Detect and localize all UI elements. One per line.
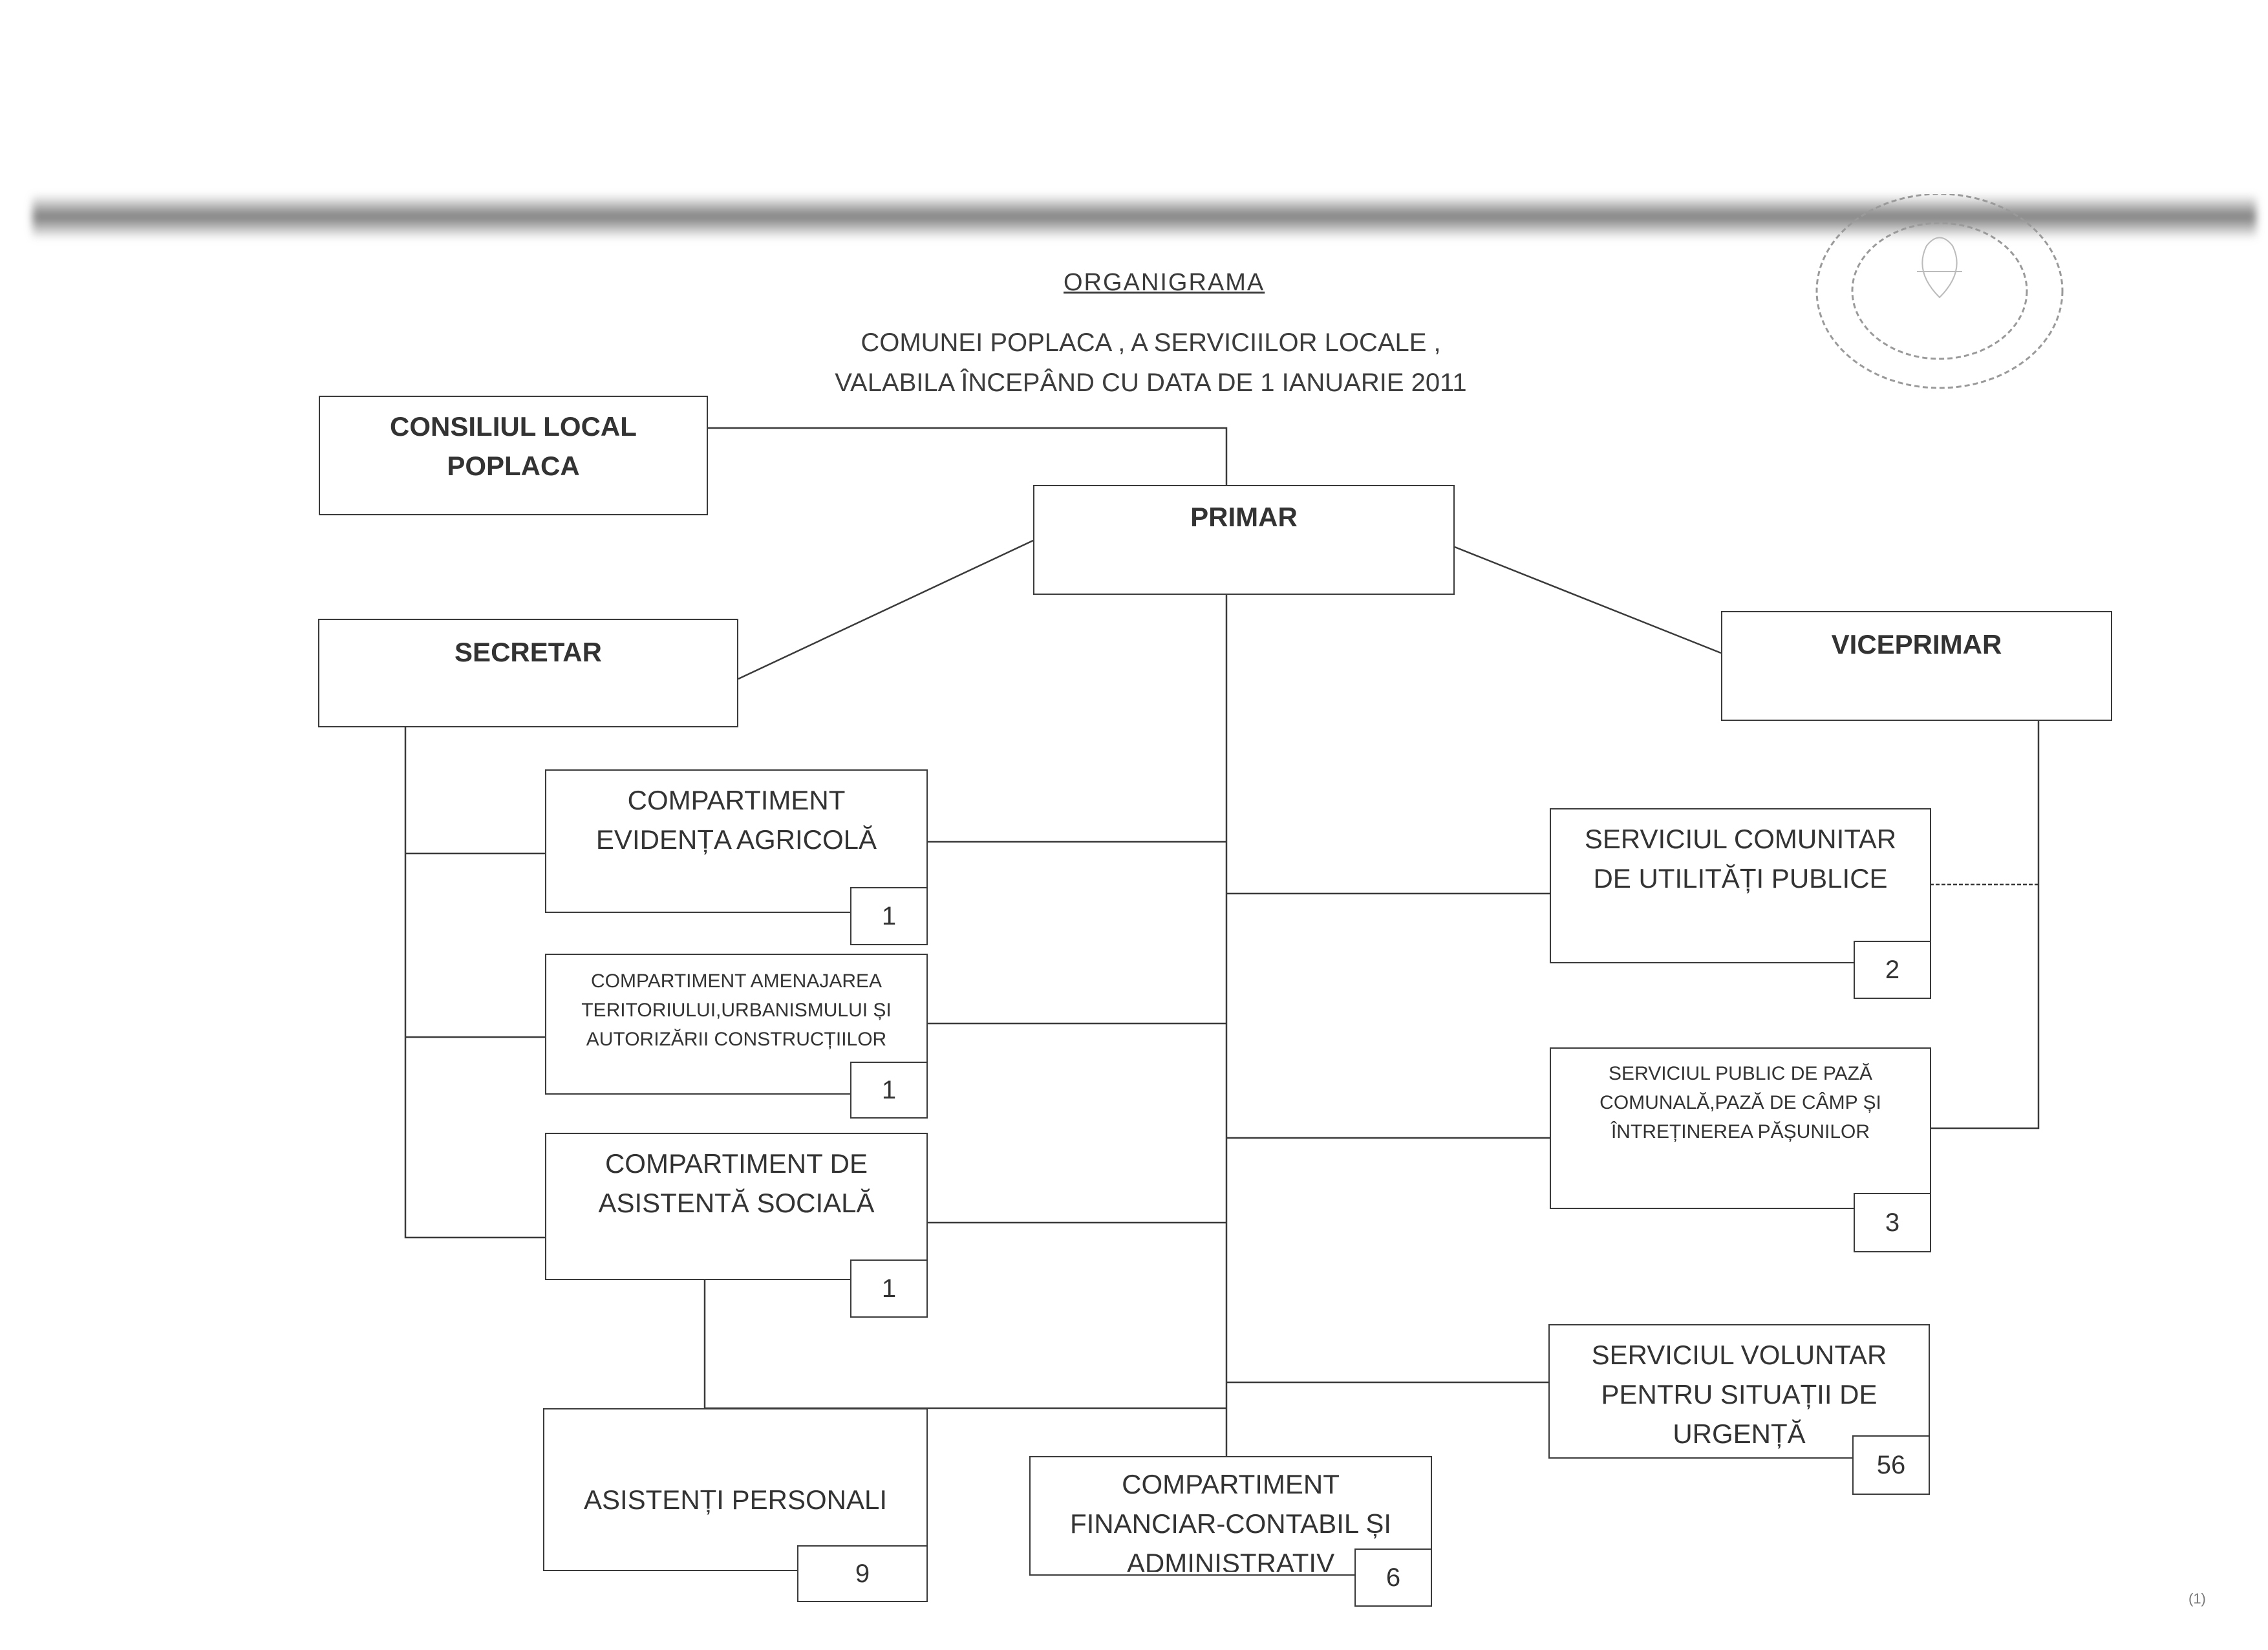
subtitle-line-2: VALABILA ÎNCEPÂND CU DATA DE 1 IANUARIE … bbox=[835, 369, 1467, 397]
page-title: ORGANIGRAMA bbox=[1064, 269, 1265, 296]
primar-label: PRIMAR bbox=[1190, 502, 1298, 532]
blurred-header-band bbox=[32, 194, 2256, 239]
consiliul-local-label: CONSILIUL LOCAL POPLACA bbox=[390, 411, 637, 481]
box-voluntar-urgenta: SERVICIUL VOLUNTAR PENTRU SITUAȚII DE UR… bbox=[1548, 1324, 1930, 1459]
line-consiliul-primar bbox=[708, 427, 1228, 485]
evidenta-agricola-label: COMPARTIMENT EVIDENȚA AGRICOLĂ bbox=[595, 785, 877, 855]
box-consiliul-local: CONSILIUL LOCAL POPLACA bbox=[319, 396, 708, 515]
count-financiar-contabil: 6 bbox=[1354, 1548, 1432, 1607]
count-voluntar-urgenta: 56 bbox=[1852, 1435, 1930, 1495]
box-viceprimar: VICEPRIMAR bbox=[1721, 611, 2112, 721]
box-utilitati-publice: SERVICIUL COMUNITAR DE UTILITĂȚI PUBLICE bbox=[1550, 808, 1931, 963]
financiar-contabil-label: COMPARTIMENT FINANCIAR-CONTABIL ȘI ADMIN… bbox=[1069, 1469, 1392, 1572]
line-primar-secretar bbox=[738, 539, 1034, 680]
box-amenajarea-teritoriului: COMPARTIMENT AMENAJAREA TERITORIULUI,URB… bbox=[545, 954, 928, 1095]
official-stamp-icon bbox=[1815, 194, 2064, 389]
box-primar: PRIMAR bbox=[1033, 485, 1455, 595]
asistenta-sociala-label: COMPARTIMENT DE ASISTENTĂ SOCIALĂ bbox=[598, 1148, 875, 1218]
corner-page-mark: (1) bbox=[2188, 1591, 2206, 1607]
paza-comunala-label: SERVICIUL PUBLIC DE PAZĂ COMUNALĂ,PAZĂ D… bbox=[1599, 1063, 1881, 1142]
viceprimar-label: VICEPRIMAR bbox=[1831, 629, 2002, 659]
count-utilitati-publice: 2 bbox=[1854, 941, 1931, 999]
line-secretar-vertical bbox=[404, 727, 545, 1239]
box-secretar: SECRETAR bbox=[318, 619, 738, 727]
asistenti-personali-label: ASISTENȚI PERSONALI bbox=[583, 1484, 888, 1515]
line-asistenta-down bbox=[703, 1280, 1226, 1409]
line-primar-viceprimar bbox=[1454, 546, 1722, 654]
voluntar-urgenta-label: SERVICIUL VOLUNTAR PENTRU SITUAȚII DE UR… bbox=[1591, 1340, 1887, 1449]
amenajarea-teritoriului-label: COMPARTIMENT AMENAJAREA TERITORIULUI,URB… bbox=[581, 970, 892, 1050]
count-asistenti-personali: 9 bbox=[797, 1545, 928, 1602]
box-asistenti-personali: ASISTENȚI PERSONALI bbox=[543, 1408, 928, 1571]
count-paza-comunala: 3 bbox=[1854, 1193, 1931, 1252]
subtitle-line-1: COMUNEI POPLACA , A SERVICIILOR LOCALE , bbox=[861, 328, 1441, 357]
box-paza-comunala: SERVICIUL PUBLIC DE PAZĂ COMUNALĂ,PAZĂ D… bbox=[1550, 1047, 1931, 1209]
count-asistenta-sociala: 1 bbox=[850, 1259, 928, 1318]
secretar-label: SECRETAR bbox=[455, 637, 602, 667]
line-viceprimar-vertical bbox=[1930, 721, 2040, 1130]
count-amenajarea-teritoriului: 1 bbox=[850, 1062, 928, 1119]
utilitati-publice-label: SERVICIUL COMUNITAR DE UTILITĂȚI PUBLICE bbox=[1584, 824, 1897, 894]
count-evidenta-agricola: 1 bbox=[850, 887, 928, 945]
box-asistenta-sociala: COMPARTIMENT DE ASISTENTĂ SOCIALĂ bbox=[545, 1133, 928, 1280]
